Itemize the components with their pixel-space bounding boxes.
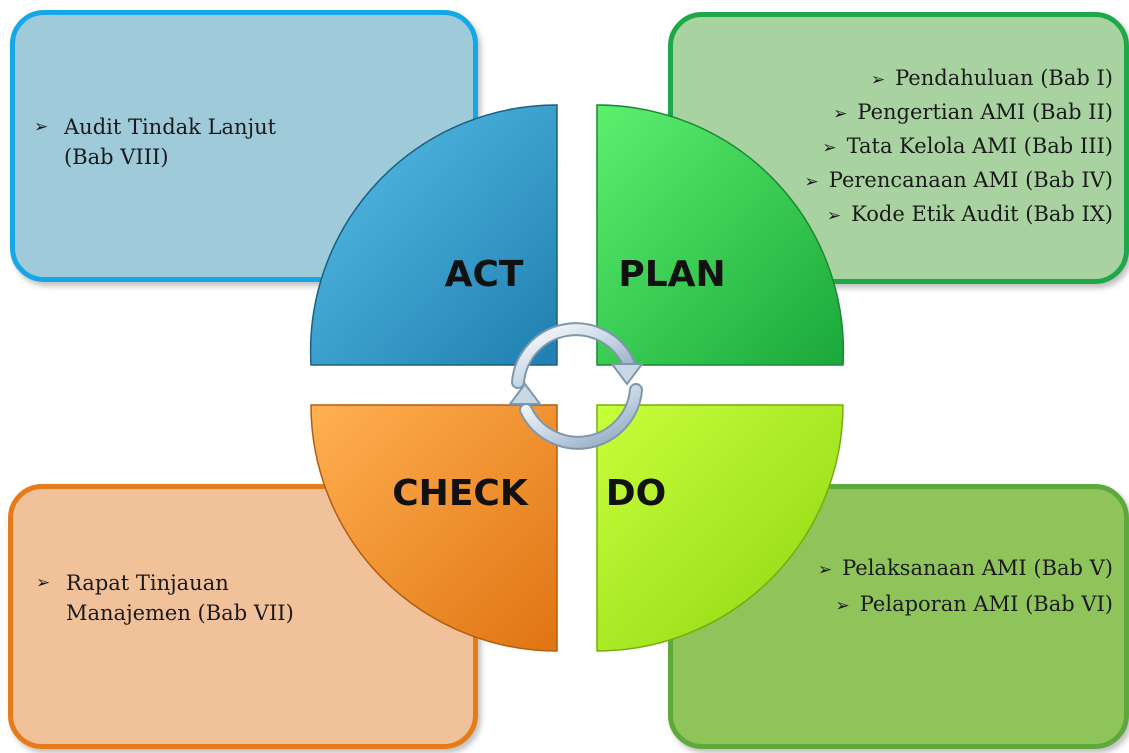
check-label: CHECK <box>392 473 529 514</box>
arrow-bullet-icon: ➢ <box>34 117 49 137</box>
arrow-bullet-icon: ➢ <box>833 104 848 124</box>
do-quadrant <box>596 404 844 652</box>
plan-item: ➢Pengertian AMI (Bab II) <box>833 100 1113 124</box>
plan-item: ➢Perencanaan AMI (Bab IV) <box>804 168 1113 192</box>
do-item: ➢Pelaporan AMI (Bab VI) <box>835 592 1113 616</box>
arrow-bullet-icon: ➢ <box>36 573 51 593</box>
plan-label: PLAN <box>618 254 725 295</box>
plan-items-list: ➢Pendahuluan (Bab I) ➢Pengertian AMI (Ba… <box>805 62 1113 232</box>
plan-item: ➢Pendahuluan (Bab I) <box>870 66 1113 90</box>
act-box <box>10 10 478 282</box>
do-label: DO <box>606 473 667 514</box>
arrow-bullet-icon: ➢ <box>826 206 842 226</box>
cycle-arrows-icon <box>508 322 644 450</box>
arrow-bullet-icon: ➢ <box>817 560 833 580</box>
do-items-list: ➢Pelaksanaan AMI (Bab V) ➢Pelaporan AMI … <box>783 551 1113 623</box>
act-quadrant <box>309 104 558 366</box>
arrow-bullet-icon: ➢ <box>870 70 886 90</box>
act-label: ACT <box>445 254 524 295</box>
check-quadrant <box>310 404 558 652</box>
check-items-list: ➢Rapat Tinjauan Manajemen (Bab VII) <box>36 568 296 628</box>
act-items-list: ➢Audit Tindak Lanjut (Bab VIII) <box>34 112 314 172</box>
act-item: ➢Audit Tindak Lanjut (Bab VIII) <box>34 112 314 172</box>
arrow-bullet-icon: ➢ <box>835 596 850 616</box>
plan-quadrant <box>596 104 845 366</box>
do-item: ➢Pelaksanaan AMI (Bab V) <box>817 556 1113 580</box>
plan-item: ➢Kode Etik Audit (Bab IX) <box>826 202 1113 226</box>
arrow-bullet-icon: ➢ <box>804 172 819 192</box>
arrow-bullet-icon: ➢ <box>822 138 837 158</box>
check-item: ➢Rapat Tinjauan Manajemen (Bab VII) <box>36 568 296 628</box>
plan-item: ➢Tata Kelola AMI (Bab III) <box>822 134 1113 158</box>
